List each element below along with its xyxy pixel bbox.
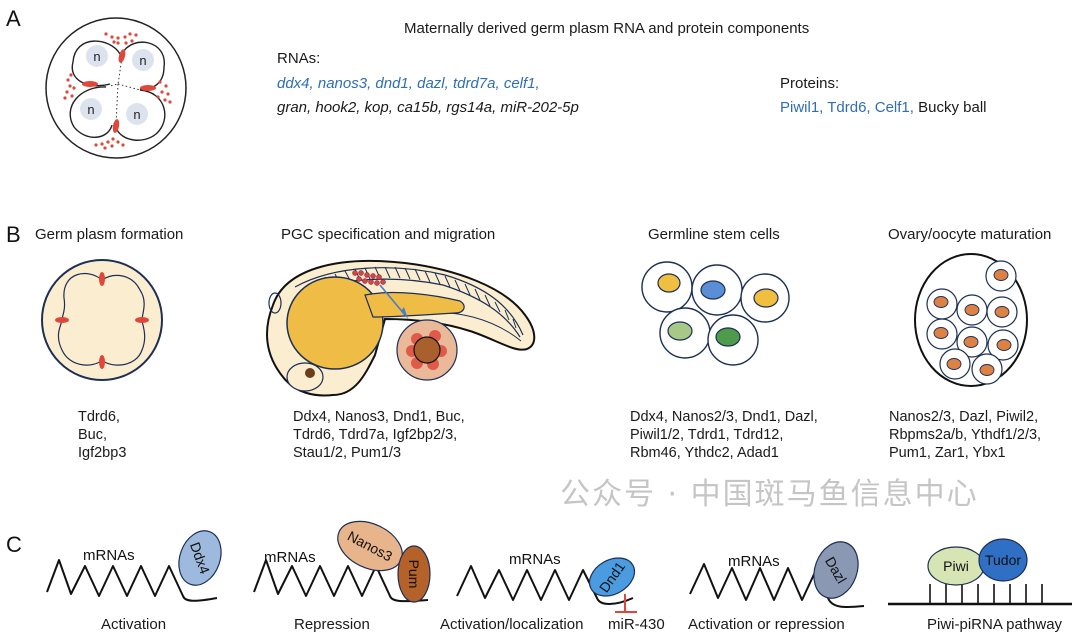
factor-line: Stau1/2, Pum1/3 — [293, 445, 402, 461]
factor-line: Ddx4, Nanos2/3, Dnd1, Dazl, — [630, 409, 818, 425]
nucleus-label: n — [133, 107, 140, 122]
panel-c-letter: C — [6, 532, 22, 557]
four-cell-embryo-diagram: n n n n — [45, 17, 187, 159]
factor-line: Buc, — [78, 427, 108, 443]
factor-line: Ddx4, Nanos3, Dnd1, Buc, — [293, 409, 465, 425]
mrna-label: mRNAs — [728, 553, 780, 570]
rnas-list-other: gran, hook2, kop, ca15b, rgs14a, miR-202… — [277, 99, 579, 116]
germline-stem-cells-diagram — [641, 261, 790, 366]
factor-line: Tdrd6, Tdrd7a, Igf2bp2/3, — [293, 427, 458, 443]
proteins-heading: Proteins: — [780, 75, 840, 92]
nucleus-label: n — [93, 49, 100, 64]
factor-line: Nanos2/3, Dazl, Piwil2, — [889, 409, 1039, 425]
factors-pgc: Ddx4, Nanos3, Dnd1, Buc, Tdrd6, Tdrd7a, … — [293, 408, 465, 462]
factors-ovary: Nanos2/3, Dazl, Piwil2, Rbpms2a/b, Ythdf… — [889, 408, 1041, 462]
mrna-label: mRNAs — [264, 549, 316, 566]
mrna-label: mRNAs — [509, 551, 561, 568]
zebrafish-embryo-diagram — [266, 259, 536, 397]
caption-piwi-pathway: Piwi-piRNA pathway — [927, 616, 1063, 633]
factor-line: Rbm46, Ythdc2, Adad1 — [630, 445, 779, 461]
mrna-label: mRNAs — [83, 547, 135, 564]
mechanism-ddx4-diagram: mRNAs Ddx4 — [46, 530, 222, 602]
mechanism-dnd1-diagram: mRNAs Dnd1 — [456, 551, 637, 613]
caption-repression: Repression — [294, 616, 370, 633]
caption-activation-or-repression: Activation or repression — [688, 616, 845, 633]
germ-plasm-dots — [63, 32, 172, 150]
factors-germ-plasm: Tdrd6, Buc, Igf2bp3 — [78, 408, 126, 462]
rnas-heading: RNAs: — [277, 50, 321, 67]
caption-activation-localization: Activation/localization — [440, 616, 584, 633]
stage-title-ovary: Ovary/oocyte maturation — [888, 226, 1052, 243]
stage-title-germ-plasm: Germ plasm formation — [35, 226, 184, 243]
proteins-list-other: Bucky ball — [913, 99, 987, 116]
watermark-text: 公众号 · 中国斑马鱼信息中心 — [560, 477, 979, 512]
panel-a-title: Maternally derived germ plasm RNA and pr… — [404, 20, 810, 37]
protein-pum-label: Pum — [406, 560, 422, 589]
panel-a-letter: A — [6, 6, 21, 31]
caption-activation: Activation — [101, 616, 167, 633]
panel-b-letter: B — [6, 222, 21, 247]
protein-piwi-label: Piwi — [943, 558, 969, 574]
nucleus-label: n — [87, 102, 94, 117]
factor-line: Rbpms2a/b, Ythdf1/2/3, — [889, 427, 1042, 443]
mechanism-piwi-diagram: Piwi Tudor — [888, 538, 1072, 606]
rnas-list-highlighted: ddx4, nanos3, dnd1, dazl, tdrd7a, celf1, — [277, 75, 540, 92]
ovary-diagram — [914, 253, 1028, 387]
protein-tudor-label: Tudor — [985, 552, 1021, 568]
factor-line: Igf2bp3 — [78, 445, 127, 461]
mechanism-nanos3-diagram: mRNAs Nanos3 Pum — [253, 520, 431, 603]
mechanism-dazl-diagram: mRNAs Dazl — [689, 541, 865, 608]
nucleus-label: n — [139, 53, 146, 68]
stage-title-pgc: PGC specification and migration — [281, 226, 496, 243]
factors-gsc: Ddx4, Nanos2/3, Dnd1, Dazl, Piwil1/2, Td… — [630, 408, 818, 462]
factor-line: Tdrd6, — [78, 409, 120, 425]
factor-line: Pum1, Zar1, Ybx1 — [889, 445, 1006, 461]
proteins-list-highlighted: Piwil1, Tdrd6, Celf1, — [780, 99, 914, 116]
mirna-label: miR-430 — [608, 616, 665, 633]
germ-plasm-formation-diagram — [41, 259, 163, 381]
factor-line: Piwil1/2, Tdrd1, Tdrd12, — [630, 427, 784, 443]
proteins-list: Piwil1, Tdrd6, Celf1, Bucky ball — [780, 99, 987, 117]
stage-title-gsc: Germline stem cells — [648, 226, 780, 243]
